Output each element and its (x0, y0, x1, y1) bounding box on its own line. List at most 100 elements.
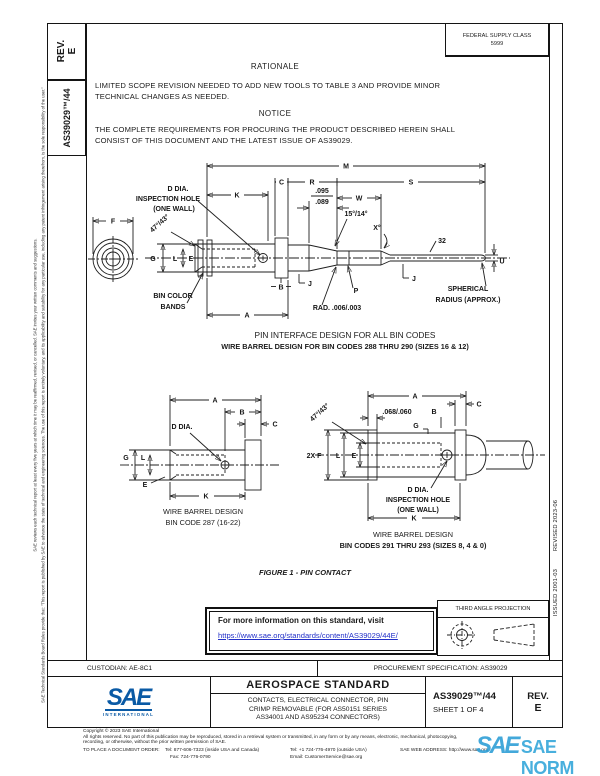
dim-A: A (244, 313, 249, 320)
notice-heading: NOTICE (258, 109, 292, 118)
dl-dim-C: C (272, 422, 277, 429)
margin-disclaimer-2: SAE reviews each technical report at lea… (32, 238, 38, 552)
figure-caption: FIGURE 1 - PIN CONTACT (259, 568, 351, 577)
doc-number-value: AS39029™/44 (433, 690, 496, 702)
federal-supply-class-box: FEDERAL SUPPLY CLASS 5999 (445, 23, 549, 57)
sidebar-divider-line (86, 23, 87, 660)
rationale-heading: RATIONALE (250, 62, 300, 71)
standard-title-cell: AEROSPACE STANDARD CONTACTS, ELECTRICAL … (210, 677, 425, 727)
dim-G: G (150, 256, 156, 263)
spherical-line1: SPHERICAL (448, 286, 489, 293)
standard-type: AEROSPACE STANDARD (211, 677, 425, 694)
dr-insp-line2: INSPECTION HOLE (386, 497, 451, 504)
standard-title-line1: CONTACTS, ELECTRICAL CONNECTOR, PIN (247, 697, 389, 704)
custodian-row: CUSTODIAN: AE-8C1 PROCUREMENT SPECIFICAT… (47, 660, 563, 677)
surface-finish: 32 (438, 238, 446, 245)
watermark-text: SAE NORM (520, 737, 575, 776)
standard-title-line2: CRIMP REMOVABLE (FOR AS50151 SERIES (248, 705, 387, 713)
sheet-number: SHEET 1 OF 4 (433, 704, 484, 714)
rev-label: REV. (56, 39, 67, 63)
dim-C: C (279, 180, 284, 187)
detail-left-bin-287: A B C D DIA. G L E K (120, 395, 281, 501)
dim-S: S (409, 180, 414, 187)
fsc-label: FEDERAL SUPPLY CLASS (462, 32, 532, 39)
rev-cell: REV. E (512, 677, 563, 727)
dr-insp-line1: D DIA. (408, 487, 429, 494)
dim-R: R (309, 180, 314, 187)
angle-15-14: 15°/14° (344, 210, 367, 218)
bin-color-line1: BIN COLOR (153, 293, 192, 300)
rights-line2: recording, or otherwise, without the pri… (83, 740, 227, 745)
dim-B: B (278, 285, 283, 292)
rev-cell-label: REV. (527, 690, 549, 702)
dl-dim-G: G (123, 455, 129, 462)
dl-dim-K: K (203, 494, 208, 501)
dr-tol: .068/.060 (382, 409, 411, 416)
sae-logo-sub: INTERNATIONAL (102, 712, 155, 717)
bin-color-line2: BANDS (161, 304, 186, 311)
dim-J1: J (308, 281, 312, 288)
dr-dim-B: B (431, 409, 436, 416)
dr-dim-L: L (336, 453, 341, 460)
order-label: TO PLACE A DOCUMENT ORDER: (83, 748, 160, 753)
dimension-lines: M C R S K .095 .089 W 15°/14° X° (136, 163, 505, 320)
right-column-divider-line (549, 23, 550, 660)
detail-left-caption-1: WIRE BARREL DESIGN (162, 507, 243, 516)
pin-end-view: F (88, 217, 138, 282)
dim-M: M (343, 164, 349, 171)
rights-line1: All rights reserved. No part of this pub… (83, 735, 458, 740)
detail-right-caption-1: WIRE BARREL DESIGN (372, 530, 453, 539)
dl-dim-A: A (212, 398, 217, 405)
detail-right-bins-291-293: 47°/43° A C .068/.060 B G 2X F L (307, 391, 545, 523)
notice-body: THE COMPLETE REQUIREMENTS FOR PROCURING … (95, 125, 455, 145)
doc-number-box: AS39029™/44 (47, 80, 86, 156)
dl-dim-B: B (239, 410, 244, 417)
sae-logo: SAE INTERNATIONAL (47, 677, 210, 727)
dim-X: X° (373, 224, 381, 232)
insp-line2: INSPECTION HOLE (136, 196, 201, 203)
dr-dim-A: A (412, 394, 417, 401)
dr-dim-F: 2X F (307, 453, 323, 460)
issued-text: ISSUED 2001-03 (553, 568, 559, 617)
tol-095: .095 (315, 188, 329, 195)
margin-disclaimer-1: SAE Technical Standards Board Rules prov… (40, 87, 46, 703)
dim-E: E (189, 256, 194, 263)
dim-J2: J (412, 276, 416, 283)
detail-right-caption-2: BIN CODES 291 THRU 293 (SIZES 8, 4 & 0) (339, 541, 487, 550)
dim-F: F (111, 219, 116, 226)
dim-K: K (234, 193, 239, 200)
pin-side-view (145, 237, 510, 279)
rev-cell-value: E (534, 701, 542, 714)
rad-callout: RAD. .006/.003 (313, 305, 361, 312)
sae-logo-text: SAE (104, 684, 152, 711)
standard-url-link[interactable]: https://www.sae.org/standards/content/AS… (218, 631, 398, 640)
dr-insp-line3: (ONE WALL) (397, 507, 439, 514)
dl-dim-E: E (143, 482, 148, 489)
more-info-text: For more information on this standard, v… (218, 616, 384, 625)
sae-norm-watermark: SAE SAE NORM INTERNATIONAL STANDARDS (476, 732, 598, 776)
more-info-box: For more information on this standard, v… (205, 607, 438, 655)
watermark-logo: SAE (476, 732, 520, 759)
dl-dim-L: L (141, 455, 146, 462)
rev-value: E (67, 47, 78, 55)
insp-line1: D DIA. (168, 186, 189, 193)
dim-P: P (354, 288, 359, 295)
wire-barrel-detail-drawings: A B C D DIA. G L E K (120, 391, 545, 523)
dim-U: U (499, 259, 504, 266)
fax: Fax: 724-776-0790 (170, 755, 211, 760)
dr-dim-G: G (413, 423, 419, 430)
dr-dim-C: C (476, 402, 481, 409)
pin-interface-drawing: F (88, 163, 510, 320)
projection-title: THIRD ANGLE PROJECTION (438, 601, 548, 618)
main-caption-1: PIN INTERFACE DESIGN FOR ALL BIN CODES (254, 330, 436, 340)
rationale-body: LIMITED SCOPE REVISION NEEDED TO ADD NEW… (95, 81, 441, 101)
copyright-text: Copyright © 2023 SAE International (83, 729, 160, 734)
procurement-cell: PROCUREMENT SPECIFICATION: AS39029 (373, 665, 508, 672)
main-caption-2: WIRE BARREL DESIGN FOR BIN CODES 288 THR… (221, 342, 469, 351)
doc-number-vertical: AS39029™/44 (62, 88, 72, 148)
third-angle-projection-icon (447, 621, 535, 649)
dr-angle: 47°/43° (308, 402, 331, 424)
web-address: SAE WEB ADDRESS: http://www.sae.org (400, 748, 489, 753)
dim-W: W (356, 196, 363, 203)
